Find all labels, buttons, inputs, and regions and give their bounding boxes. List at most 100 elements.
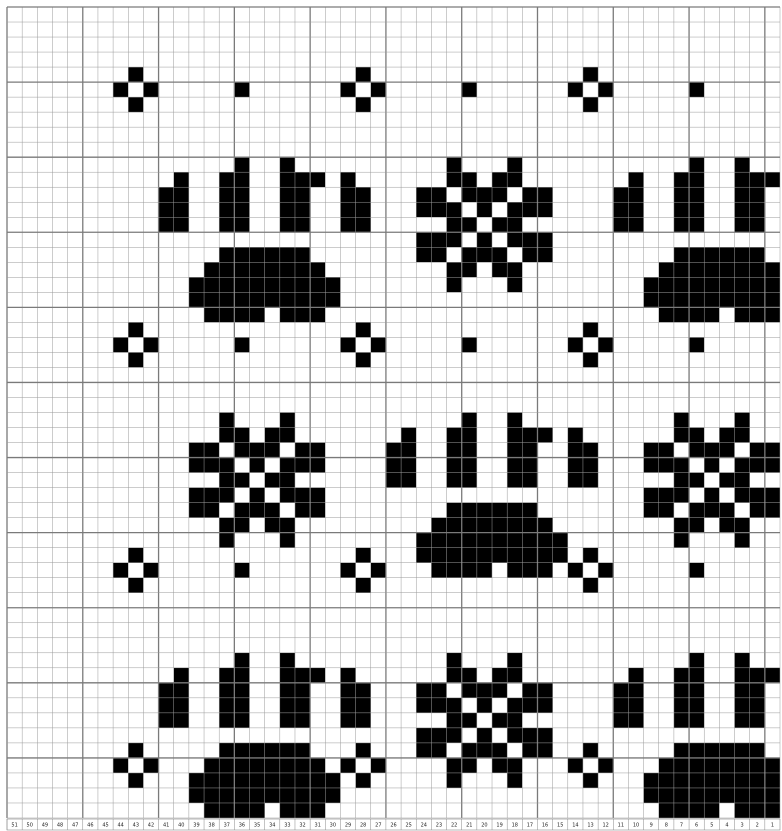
stitch-cell: [295, 443, 310, 458]
stitch-cell: [462, 668, 477, 683]
stitch-cell: [537, 187, 552, 202]
stitch-cell: [507, 413, 522, 428]
stitch-cell: [174, 217, 189, 232]
stitch-cell: [537, 533, 552, 548]
stitch-cell: [735, 743, 750, 758]
stitch-cell: [477, 202, 492, 217]
stitch-cell: [674, 788, 689, 803]
stitch-cell: [462, 172, 477, 187]
stitch-cell: [765, 788, 780, 803]
stitch-cell: [644, 458, 659, 473]
stitch-cell: [704, 503, 719, 518]
stitch-cell: [507, 713, 522, 728]
stitch-cell: [386, 473, 401, 488]
stitch-cell: [159, 217, 174, 232]
stitch-cell: [265, 247, 280, 262]
column-number: 13: [587, 823, 593, 829]
stitch-cell: [537, 683, 552, 698]
stitch-cell: [401, 458, 416, 473]
stitch-cell: [507, 758, 522, 773]
stitch-cell: [689, 277, 704, 292]
stitch-cell: [204, 803, 219, 818]
stitch-cell: [340, 337, 355, 352]
stitch-cell: [507, 503, 522, 518]
stitch-cell: [674, 773, 689, 788]
stitch-cell: [356, 698, 371, 713]
stitch-cell: [143, 563, 158, 578]
stitch-cell: [280, 413, 295, 428]
stitch-cell: [689, 262, 704, 277]
stitch-cell: [674, 247, 689, 262]
stitch-cell: [310, 503, 325, 518]
stitch-cell: [537, 548, 552, 563]
stitch-cell: [704, 247, 719, 262]
stitch-cell: [750, 713, 765, 728]
stitch-cell: [537, 698, 552, 713]
stitch-cell: [280, 788, 295, 803]
stitch-cell: [735, 518, 750, 533]
stitch-cell: [492, 548, 507, 563]
stitch-cell: [447, 758, 462, 773]
stitch-cell: [234, 698, 249, 713]
stitch-cell: [295, 683, 310, 698]
stitch-cell: [689, 503, 704, 518]
stitch-cell: [704, 788, 719, 803]
stitch-cell: [477, 548, 492, 563]
stitch-cell: [583, 458, 598, 473]
stitch-cell: [568, 443, 583, 458]
stitch-cell: [704, 803, 719, 818]
stitch-cell: [583, 578, 598, 593]
stitch-cell: [250, 443, 265, 458]
column-number: 43: [133, 823, 139, 829]
stitch-cell: [674, 473, 689, 488]
stitch-cell: [750, 277, 765, 292]
stitch-cell: [689, 217, 704, 232]
stitch-cell: [250, 488, 265, 503]
stitch-cell: [704, 307, 719, 322]
stitch-cell: [507, 428, 522, 443]
stitch-cell: [689, 337, 704, 352]
stitch-cell: [674, 488, 689, 503]
stitch-cell: [735, 187, 750, 202]
stitch-cell: [234, 653, 249, 668]
stitch-cell: [265, 518, 280, 533]
column-number: 32: [299, 823, 305, 829]
stitch-cell: [447, 473, 462, 488]
stitch-cell: [522, 458, 537, 473]
stitch-cell: [750, 698, 765, 713]
stitch-cell: [462, 262, 477, 277]
stitch-cell: [735, 473, 750, 488]
stitch-cell: [234, 503, 249, 518]
stitch-cell: [280, 488, 295, 503]
stitch-cell: [462, 563, 477, 578]
stitch-cell: [689, 443, 704, 458]
stitch-cell: [462, 187, 477, 202]
stitch-cell: [750, 758, 765, 773]
stitch-cell: [234, 668, 249, 683]
stitch-cell: [689, 292, 704, 307]
stitch-cell: [750, 458, 765, 473]
column-number: 41: [163, 823, 169, 829]
stitch-cell: [174, 668, 189, 683]
stitch-cell: [689, 773, 704, 788]
stitch-cell: [719, 292, 734, 307]
stitch-cell: [280, 653, 295, 668]
stitch-cell: [704, 458, 719, 473]
stitch-cell: [356, 578, 371, 593]
stitch-cell: [704, 743, 719, 758]
stitch-cell: [447, 518, 462, 533]
stitch-cell: [295, 503, 310, 518]
stitch-cell: [113, 82, 128, 97]
stitch-cell: [735, 668, 750, 683]
stitch-cell: [568, 563, 583, 578]
stitch-cell: [750, 488, 765, 503]
stitch-cell: [447, 232, 462, 247]
stitch-cell: [265, 443, 280, 458]
column-number: 28: [360, 823, 366, 829]
stitch-cell: [234, 773, 249, 788]
stitch-cell: [204, 443, 219, 458]
stitch-cell: [462, 518, 477, 533]
stitch-cell: [689, 428, 704, 443]
column-number: 37: [224, 823, 230, 829]
